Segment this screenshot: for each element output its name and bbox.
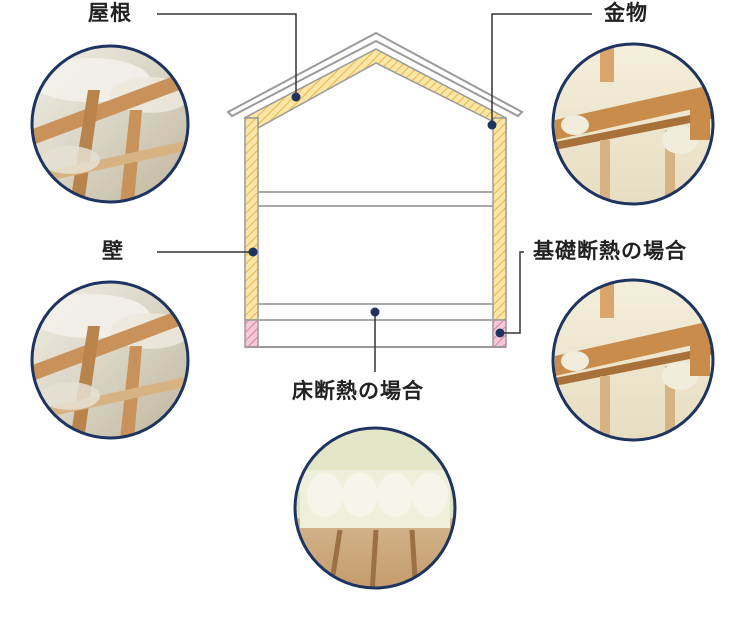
roof-photo xyxy=(30,44,190,204)
house-outline xyxy=(226,31,524,348)
hardware-leader xyxy=(491,13,592,125)
hardware-photo xyxy=(551,42,715,206)
foundation-photo xyxy=(551,278,715,442)
leader-dots xyxy=(248,92,505,338)
roof-dot xyxy=(291,92,301,102)
wall-label: 壁 xyxy=(102,239,124,263)
roof-leader xyxy=(157,13,297,97)
roof-eave xyxy=(226,31,524,118)
left-foundation-insulation xyxy=(244,319,259,348)
wall-dot xyxy=(248,247,258,257)
right-wall-insulation xyxy=(492,117,507,321)
wall-photo xyxy=(30,280,190,440)
foundation-leader xyxy=(500,251,524,334)
left-wall-insulation xyxy=(244,117,259,321)
floor-photo xyxy=(293,426,457,590)
floor-label: 床断熱の場合 xyxy=(292,379,424,403)
floor-dot xyxy=(370,307,380,317)
foundation-dot xyxy=(495,328,505,338)
foundation-label: 基礎断熱の場合 xyxy=(533,239,687,263)
hardware-label: 金物 xyxy=(604,1,648,25)
roof-label: 屋根 xyxy=(88,1,132,25)
leader-lines xyxy=(157,13,592,372)
hardware-dot xyxy=(487,120,497,130)
